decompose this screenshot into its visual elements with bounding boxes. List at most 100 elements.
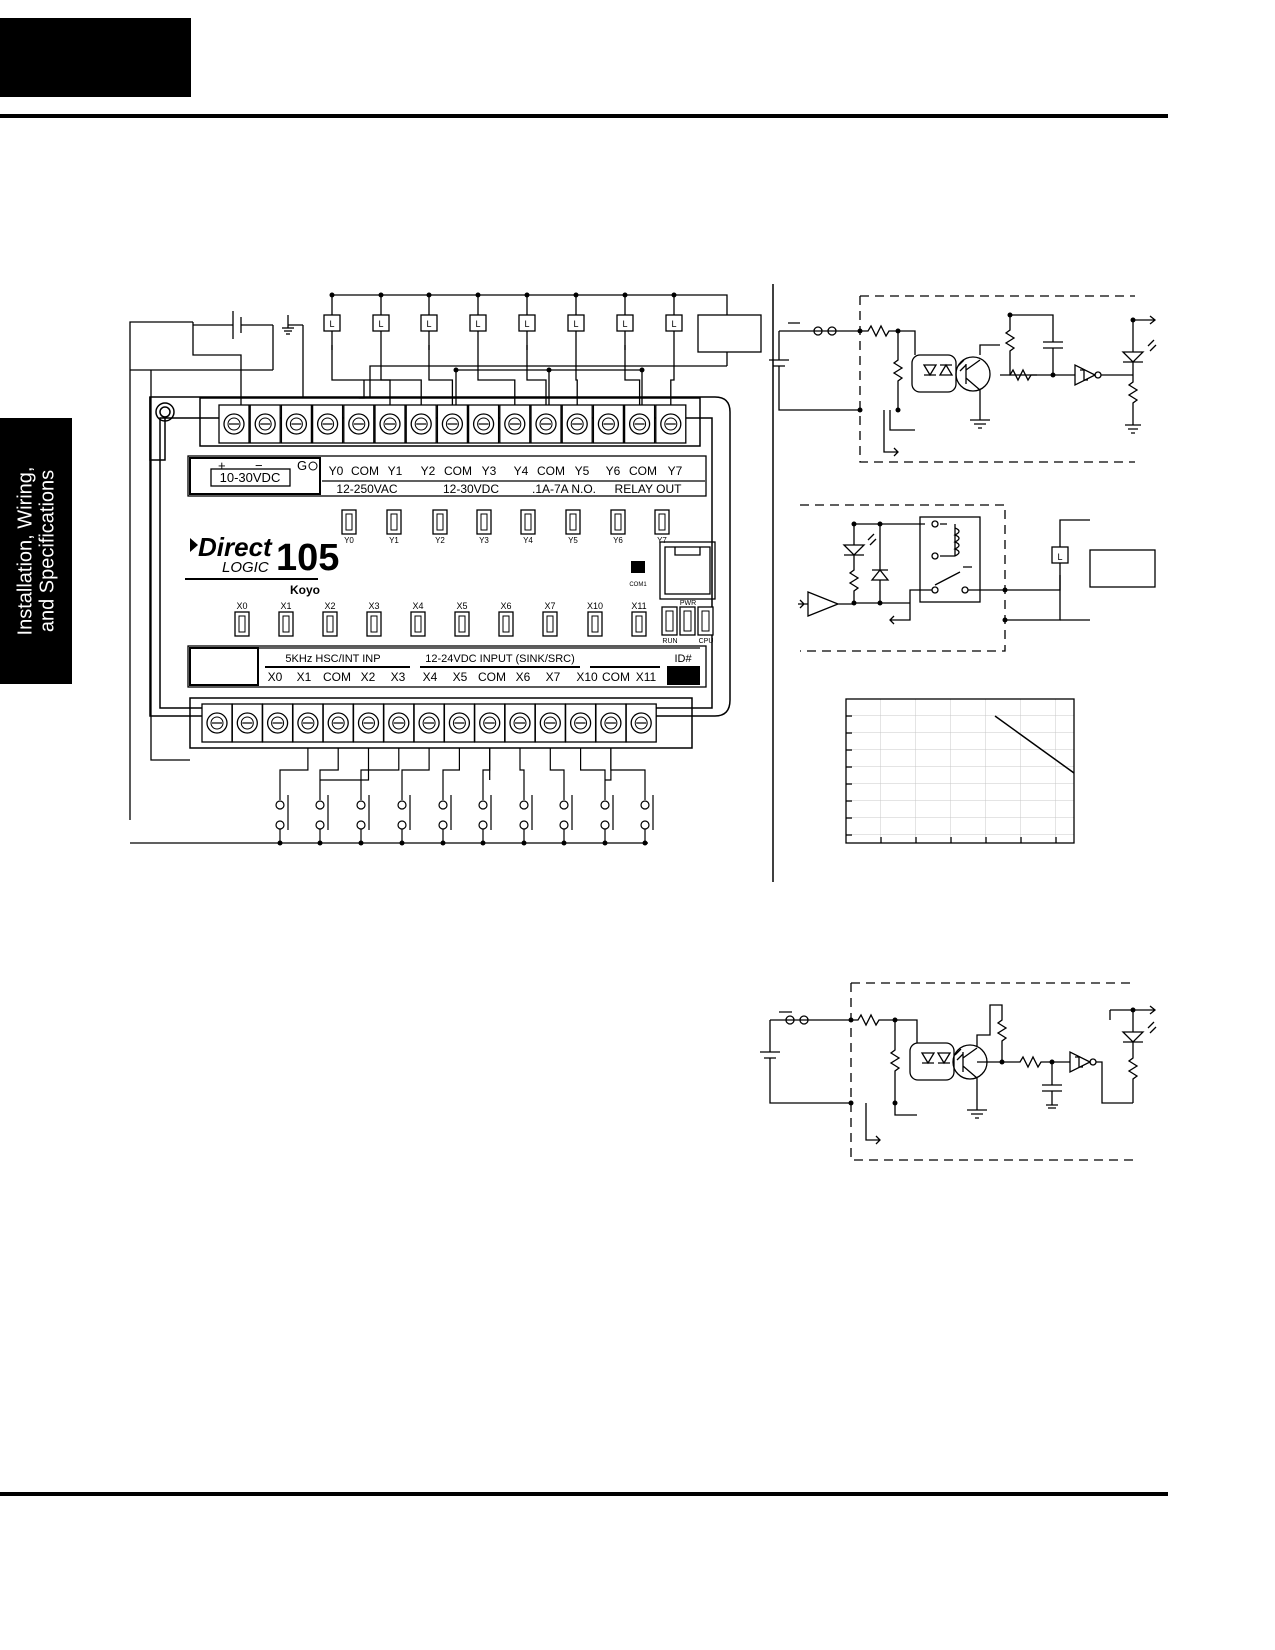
top-terminal-label: Y7	[668, 464, 683, 478]
bottom-terminal	[383, 703, 415, 743]
top-terminal	[655, 404, 687, 444]
svg-text:105: 105	[276, 537, 339, 579]
hsc-input-circuit	[760, 982, 1157, 1161]
top-terminal	[499, 404, 531, 444]
directlogic-logo: Direct LOGIC 105 Koyo	[185, 532, 339, 597]
bottom-terminal-label: COM	[323, 670, 351, 684]
top-terminal	[249, 404, 281, 444]
output-led-label: Y2	[435, 536, 445, 545]
load-label: L	[573, 319, 578, 329]
bottom-terminal-label: X5	[453, 670, 468, 684]
input-led-label: X0	[236, 601, 247, 611]
bottom-terminal	[504, 703, 536, 743]
output-led	[565, 509, 581, 535]
bottom-terminal-label: X6	[516, 670, 531, 684]
input-led	[278, 611, 294, 637]
load-box: L	[567, 314, 585, 332]
com-port-label: COM1	[629, 582, 647, 588]
bottom-terminal	[292, 703, 324, 743]
hsc-circuit-dots	[848, 1007, 1136, 1106]
bottom-terminal-label: X1	[297, 670, 312, 684]
input-group-label-1: 5KHz HSC/INT INP	[285, 653, 380, 665]
top-terminal	[623, 404, 656, 444]
bottom-terminal	[322, 703, 354, 743]
relay-output-circuit	[798, 504, 1156, 652]
load-label: L	[524, 319, 529, 329]
svg-text:Direct: Direct	[198, 532, 273, 562]
bottom-terminal-label: X11	[636, 670, 657, 684]
bottom-terminal-label: X7	[546, 670, 561, 684]
bottom-terminal	[261, 703, 294, 743]
load-label: L	[378, 319, 383, 329]
load-box: L	[372, 314, 390, 332]
output-led-label: Y7	[657, 536, 667, 545]
input-led	[587, 611, 603, 637]
load-label: L	[475, 319, 480, 329]
top-terminal	[280, 404, 313, 444]
load-box: L	[518, 314, 536, 332]
input-led-label: X11	[631, 601, 646, 611]
input-led-label: X6	[500, 601, 511, 611]
load-box: L	[469, 314, 487, 332]
bottom-terminal-label: COM	[602, 670, 630, 684]
bottom-terminal-label: X4	[423, 670, 438, 684]
load-box: L	[616, 314, 634, 332]
bottom-terminal	[443, 703, 476, 743]
load-box: L	[420, 314, 438, 332]
top-terminal	[530, 404, 562, 444]
output-led	[341, 509, 357, 535]
input-group-label-2: 12-24VDC INPUT (SINK/SRC)	[425, 653, 575, 665]
bottom-terminal-label: X3	[391, 670, 406, 684]
bottom-terminal-label: X0	[268, 670, 283, 684]
bottom-terminal-label: COM	[478, 670, 506, 684]
top-terminal	[343, 404, 375, 444]
bottom-terminal	[352, 703, 385, 743]
input-switches	[275, 748, 654, 846]
bottom-terminal-label: X2	[361, 670, 376, 684]
load-label: L	[671, 319, 676, 329]
input-led-label: X5	[456, 601, 467, 611]
derating-chart	[845, 698, 1075, 844]
svg-text:LOGIC: LOGIC	[222, 559, 269, 576]
output-led-label: Y5	[568, 536, 578, 545]
input-led	[234, 611, 250, 637]
input-equivalent-circuit	[769, 295, 1157, 463]
id-label: ID#	[674, 653, 692, 665]
com-port-icon	[631, 561, 645, 573]
output-led	[654, 509, 670, 535]
load-label: L	[622, 319, 627, 329]
input-led	[454, 611, 470, 637]
top-terminal	[405, 404, 437, 444]
top-terminal-label: Y3	[482, 464, 497, 478]
top-terminal	[561, 404, 593, 444]
output-led-label: Y1	[389, 536, 399, 545]
chapter-tab	[0, 18, 191, 97]
top-terminal-label: COM	[444, 464, 472, 478]
output-spec-text: 12-250VAC	[336, 482, 397, 496]
top-terminal-label: Y4	[514, 464, 529, 478]
input-led	[410, 611, 426, 637]
footer-rule	[0, 1492, 1168, 1496]
status-led-label: CPU	[699, 638, 714, 645]
output-led	[386, 509, 402, 535]
input-led-label: X10	[587, 601, 603, 611]
output-led-label: Y4	[523, 536, 533, 545]
bottom-terminal	[595, 703, 627, 743]
bottom-terminal-strip	[189, 697, 693, 749]
input-led	[366, 611, 382, 637]
top-terminal-label: COM	[351, 464, 379, 478]
top-terminal	[436, 404, 469, 444]
input-led	[498, 611, 514, 637]
power-label: 10-30VDC	[220, 470, 281, 485]
top-terminal	[467, 404, 500, 444]
header-rule	[0, 114, 1168, 118]
side-section-tab: Installation, Wiring, and Specifications	[0, 418, 72, 684]
output-led	[520, 509, 536, 535]
